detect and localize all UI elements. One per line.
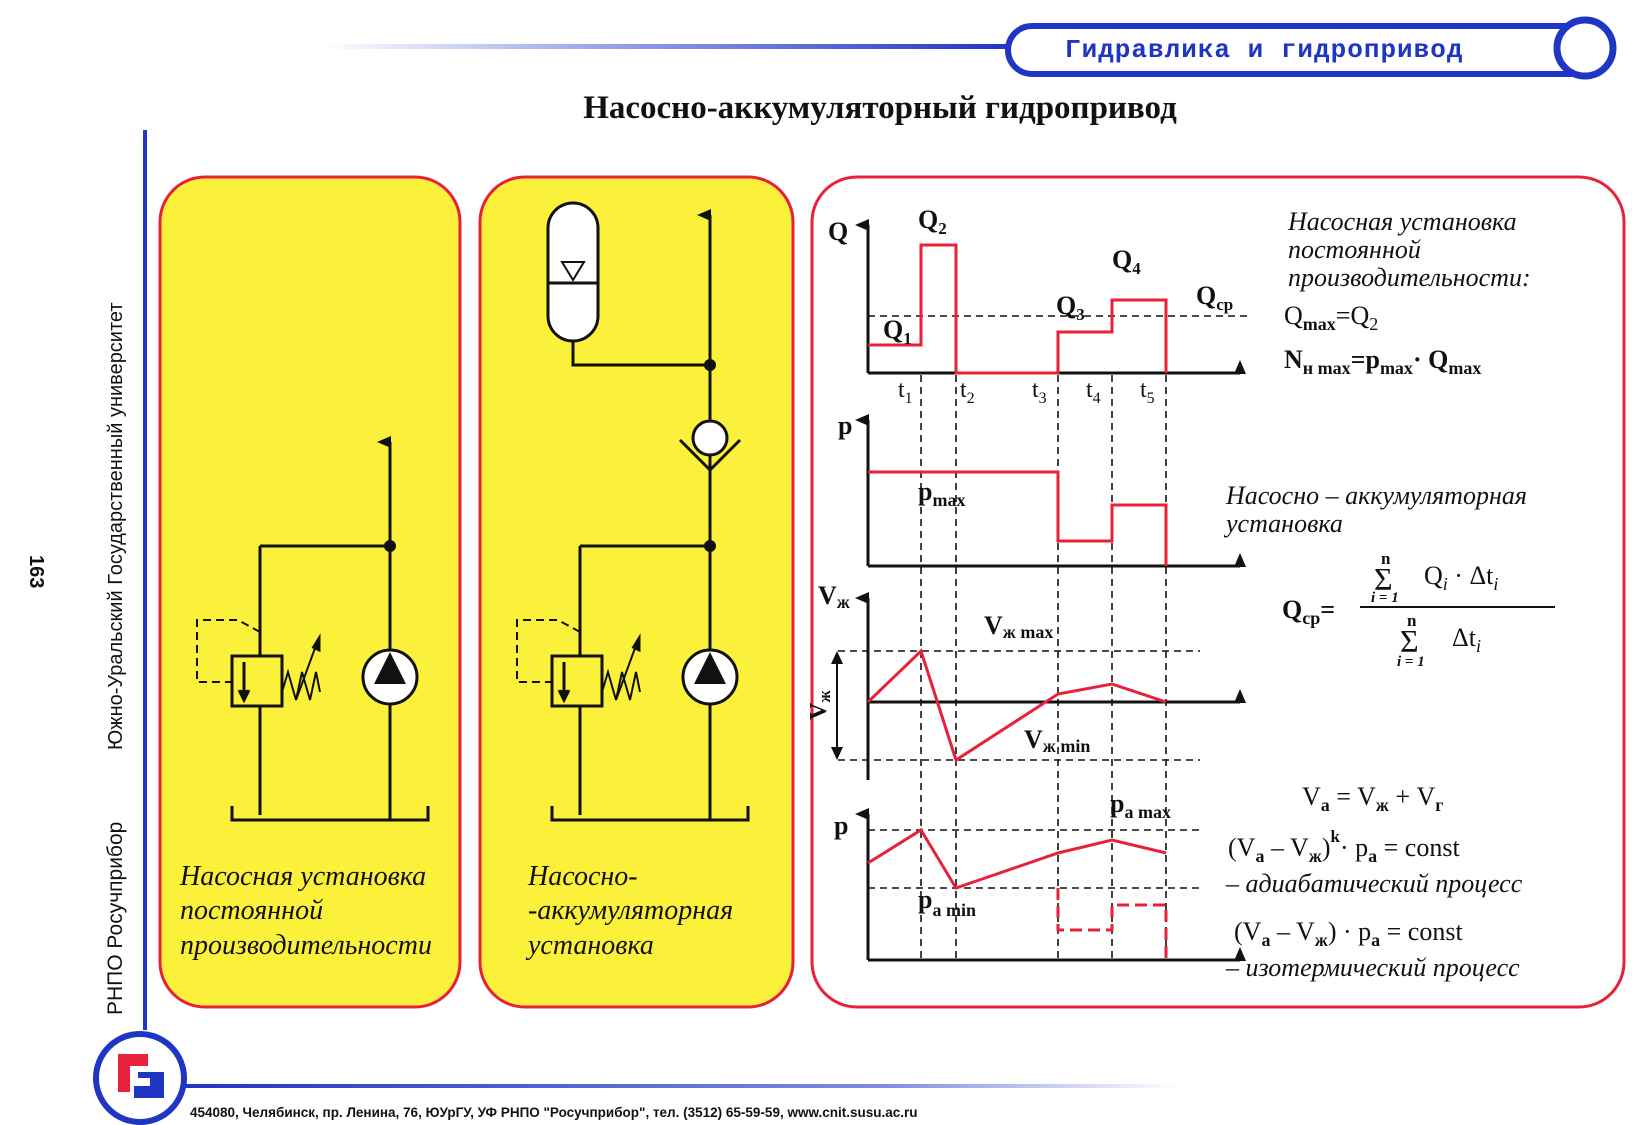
pmax-label: pmax: [918, 477, 965, 510]
vmax-label: Vж max: [984, 611, 1053, 642]
panel-pump-constant: Насосная установка постоянной производит…: [158, 175, 462, 1009]
v-axis-label: Vж: [818, 581, 851, 612]
panel-graphs: Q Q2 Q1 Q3 Q4 Qср t1 t2 t3 t4 t5 p pmax: [806, 175, 1626, 1009]
panel3-box: [810, 175, 1626, 1009]
banner-text: Гидравлика и гидропривод: [1065, 35, 1463, 65]
svg-text:Σ: Σ: [1400, 623, 1419, 659]
v-side-label: Vж: [806, 690, 834, 720]
panel2-junction-bottom: [704, 540, 716, 552]
adiabatic-formula: (Va – Vж)k· pa = const: [1228, 827, 1460, 866]
panel-pump-accumulator: Насосно- -аккумуляторная установка: [478, 175, 795, 1009]
isothermal-formula: (Va – Vж) · pa = const: [1234, 917, 1463, 950]
qcp-formula: Qср= n Σ i = 1 Qi · Δti n Σ i = 1 Δti: [1282, 549, 1555, 670]
pamin-label: pa min: [918, 885, 976, 920]
footer-address: 454080, Челябинск, пр. Ленина, 76, ЮУрГУ…: [190, 1105, 917, 1120]
p-axis-label: p: [838, 411, 852, 440]
pa-axis-label: p: [834, 811, 848, 840]
p-curve: [868, 470, 1168, 566]
vmin-label: Vж min: [1024, 725, 1090, 756]
panel1-box: [158, 175, 462, 1009]
isothermal-label: – изотермический процесс: [1225, 953, 1520, 982]
q1-label: Q1: [883, 315, 912, 348]
svg-text:i = 1: i = 1: [1397, 654, 1425, 670]
footer-line: [180, 1084, 1180, 1088]
q3-label: Q3: [1056, 291, 1085, 324]
t1-label: t1: [898, 377, 913, 407]
acc-title: Насосно – аккумуляторная установка: [1223, 481, 1533, 538]
panel2-junction-top: [704, 359, 716, 371]
graph-pressure: p pmax: [838, 411, 1246, 568]
svg-text:i = 1: i = 1: [1371, 590, 1399, 606]
graph-accumulator-pressure: p pa max pa min: [834, 789, 1246, 962]
panel1-caption: Насосная установка постоянной производит…: [179, 861, 433, 961]
v-curve: [866, 648, 1167, 763]
header: Гидравлика и гидропривод Насосно-аккумул…: [320, 16, 1617, 126]
q2-label: Q2: [918, 205, 947, 238]
banner-ring: [1553, 16, 1617, 80]
panel2-circuit: [516, 201, 750, 822]
qcp-label: Qср: [1196, 281, 1233, 314]
sidebar-line: [143, 130, 147, 1030]
panel1-junction: [384, 540, 396, 552]
header-rule: [320, 44, 1010, 49]
panel2-caption: Насосно- -аккумуляторная установка: [525, 861, 740, 961]
t4-label: t4: [1086, 377, 1101, 407]
q-curve: [868, 243, 1168, 375]
university-name: Южно-Уральский Государственный университ…: [105, 302, 127, 750]
va-formula: Va = Vж + Vг: [1302, 782, 1443, 815]
t3-label: t3: [1032, 377, 1047, 407]
svg-text:Δti: Δti: [1452, 623, 1481, 656]
pa-dashed-curve: [1056, 888, 1168, 960]
org-name: РНПО Росучприбор: [104, 822, 127, 1015]
svg-text:Σ: Σ: [1374, 561, 1393, 597]
svg-text:n: n: [1407, 611, 1417, 630]
t5-label: t5: [1140, 377, 1155, 407]
svg-text:Qср=: Qср=: [1282, 595, 1335, 628]
svg-text:n: n: [1381, 549, 1391, 568]
nmax-formula: Nн max=pmax· Qmax: [1284, 345, 1481, 378]
pamax-label: pa max: [1110, 789, 1171, 822]
t2-label: t2: [960, 377, 975, 407]
org-logo: [93, 1031, 187, 1125]
page-title: Насосно-аккумуляторный гидропривод: [583, 90, 1177, 126]
svg-text:Qi · Δti: Qi · Δti: [1424, 561, 1498, 594]
graph-volume: Vж Vж Vж max Vж min: [806, 581, 1246, 780]
graph-flow: Q Q2 Q1 Q3 Q4 Qср t1 t2 t3 t4 t5: [828, 205, 1250, 407]
left-sidebar: 163 Южно-Уральский Государственный униве…: [25, 130, 1180, 1125]
q4-label: Q4: [1112, 245, 1141, 278]
qmax-formula: Qmax=Q2: [1284, 301, 1378, 334]
page-number: 163: [25, 555, 47, 588]
pa-curve: [867, 827, 1167, 890]
q-axis-label: Q: [828, 217, 848, 246]
panel2-box: [478, 175, 795, 1009]
formulas: Насосная установка постоянной производит…: [1223, 207, 1555, 982]
panel1-circuit: [196, 436, 430, 822]
adiabatic-label: – адиабатический процесс: [1225, 869, 1523, 898]
const-title: Насосная установка постоянной производит…: [1287, 207, 1531, 292]
